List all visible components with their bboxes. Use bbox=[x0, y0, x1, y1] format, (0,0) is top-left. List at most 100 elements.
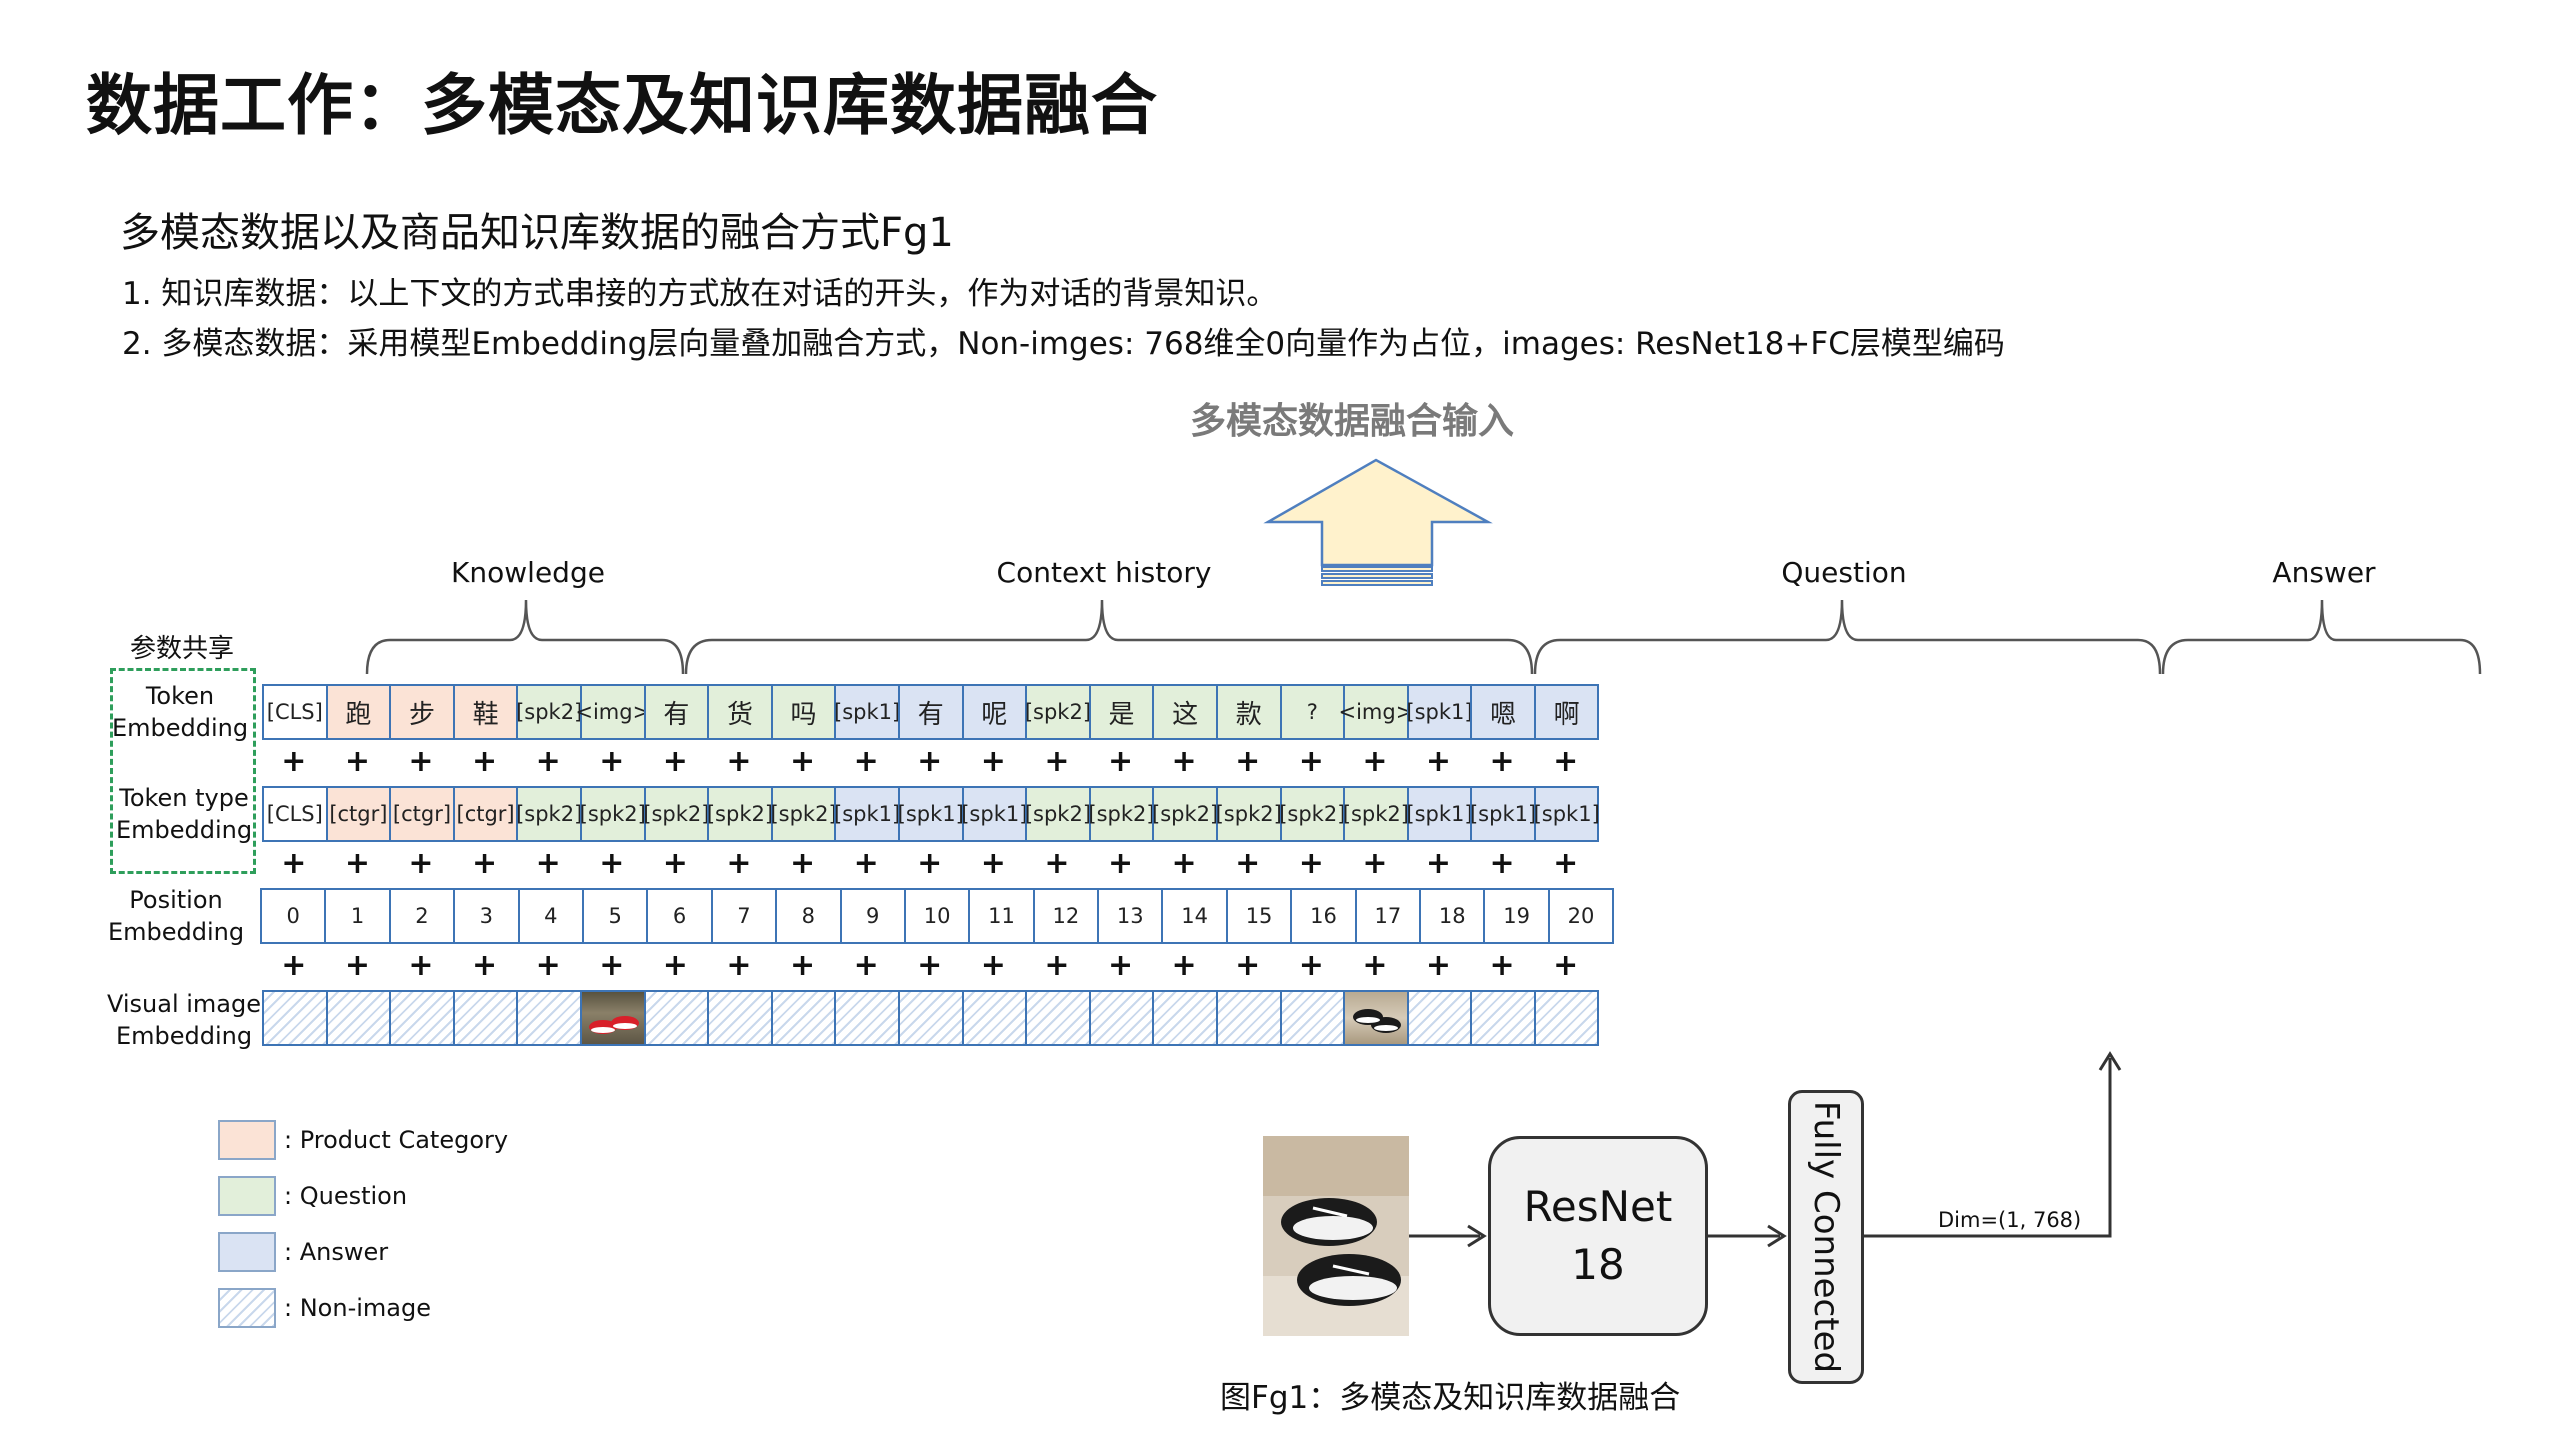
position-cell-5: 5 bbox=[581, 888, 649, 944]
section-label-question: Question bbox=[1781, 556, 1907, 589]
position-cell-3: 3 bbox=[453, 888, 520, 944]
plus-row-2: +++++++++++++++++++++ bbox=[262, 846, 1597, 881]
legend-swatch-question bbox=[218, 1176, 276, 1216]
position-cell-6: 6 bbox=[646, 888, 713, 944]
visual-embedding-row bbox=[262, 990, 1600, 1046]
plus-sign: + bbox=[1553, 744, 1579, 779]
plus-sign: + bbox=[535, 846, 561, 881]
visual-placeholder-cell-11 bbox=[961, 990, 1028, 1046]
position-cell-2: 2 bbox=[388, 888, 456, 944]
plus-row-1: +++++++++++++++++++++ bbox=[262, 744, 1597, 779]
token-type-cell-14: [spk2] bbox=[1152, 786, 1218, 842]
position-cell-4: 4 bbox=[517, 888, 584, 944]
legend-swatch-answer bbox=[218, 1232, 276, 1272]
figure-caption: 图Fg1：多模态及知识库数据融合 bbox=[1220, 1380, 1681, 1416]
dimension-label: Dim=(1, 768) bbox=[1938, 1208, 2082, 1232]
plus-sign: + bbox=[472, 948, 498, 983]
plus-sign: + bbox=[1171, 948, 1197, 983]
plus-sign: + bbox=[408, 948, 434, 983]
visual-placeholder-cell-12 bbox=[1025, 990, 1091, 1046]
visual-placeholder-cell-6 bbox=[643, 990, 710, 1046]
plus-sign: + bbox=[344, 744, 370, 779]
plus-sign: + bbox=[980, 846, 1006, 881]
visual-placeholder-cell-3 bbox=[452, 990, 519, 1046]
token-embedding-row: [CLS]跑步鞋[spk2]<img>有货吗[spk1]有呢[spk2]是这款?… bbox=[262, 684, 1600, 740]
fully-connected-block: Fully Connected bbox=[1788, 1090, 1864, 1384]
legend-swatch-non-image bbox=[218, 1288, 276, 1328]
position-cell-12: 12 bbox=[1032, 888, 1100, 944]
legend-product-category: : Product Category bbox=[218, 1118, 508, 1162]
plus-sign: + bbox=[281, 846, 307, 881]
position-cell-20: 20 bbox=[1547, 888, 1615, 944]
plus-sign: + bbox=[1489, 744, 1515, 779]
plus-sign: + bbox=[662, 846, 688, 881]
page-title: 数据工作：多模态及知识库数据融合 bbox=[86, 67, 1158, 144]
shared-params-box bbox=[110, 668, 256, 874]
token-cell-4: [spk2] bbox=[516, 684, 582, 740]
section-label-knowledge: Knowledge bbox=[451, 556, 605, 589]
plus-sign: + bbox=[599, 948, 625, 983]
position-cell-17: 17 bbox=[1354, 888, 1422, 944]
fusion-up-arrow bbox=[1263, 458, 1493, 586]
plus-sign: + bbox=[1489, 846, 1515, 881]
token-cell-17: <img> bbox=[1338, 684, 1413, 740]
row-label-visual-line2: Embedding bbox=[115, 1022, 253, 1050]
visual-image-cell-17 bbox=[1343, 990, 1409, 1046]
position-cell-0: 0 bbox=[260, 888, 327, 944]
plus-sign: + bbox=[1298, 744, 1324, 779]
plus-sign: + bbox=[853, 744, 879, 779]
plus-sign: + bbox=[1044, 948, 1070, 983]
plus-sign: + bbox=[408, 846, 434, 881]
row-label-visual: Visual image Embedding bbox=[84, 988, 284, 1052]
position-cell-14: 14 bbox=[1161, 888, 1228, 944]
row-label-token-type-line2: Embedding bbox=[115, 816, 253, 844]
plus-sign: + bbox=[1235, 744, 1261, 779]
token-type-cell-8: [spk2] bbox=[770, 786, 837, 842]
legend-label-product: : Product Category bbox=[284, 1126, 509, 1154]
plus-sign: + bbox=[980, 744, 1006, 779]
plus-sign: + bbox=[726, 948, 752, 983]
fully-connected-label: Fully Connected bbox=[1806, 1100, 1846, 1374]
token-cell-20: 啊 bbox=[1533, 684, 1600, 740]
token-cell-13: 是 bbox=[1088, 684, 1155, 740]
row-label-token-type-line1: Token type bbox=[119, 784, 249, 812]
plus-sign: + bbox=[1425, 948, 1452, 983]
token-type-cell-17: [spk2] bbox=[1343, 786, 1409, 842]
plus-sign: + bbox=[1298, 948, 1324, 983]
token-cell-3: 鞋 bbox=[452, 684, 519, 740]
plus-sign: + bbox=[1171, 744, 1197, 779]
arrow-head-resnet-fc bbox=[1767, 1224, 1787, 1248]
plus-sign: + bbox=[1107, 948, 1134, 983]
token-type-cell-12: [spk2] bbox=[1025, 786, 1091, 842]
token-cell-1: 跑 bbox=[325, 684, 392, 740]
brace-knowledge bbox=[365, 599, 685, 675]
token-type-cell-19: [spk1] bbox=[1470, 786, 1536, 842]
row-label-token-type: Token type Embedding bbox=[84, 782, 284, 846]
token-cell-7: 货 bbox=[707, 684, 773, 740]
legend-question: : Question bbox=[218, 1174, 407, 1218]
position-cell-9: 9 bbox=[839, 888, 906, 944]
plus-sign: + bbox=[1044, 846, 1070, 881]
token-cell-9: [spk1] bbox=[834, 684, 900, 740]
row-label-position: Position Embedding bbox=[76, 884, 276, 948]
visual-image-cell-5 bbox=[579, 990, 646, 1046]
token-cell-12: [spk2] bbox=[1025, 684, 1091, 740]
row-label-position-line2: Embedding bbox=[107, 918, 245, 946]
token-type-cell-11: [spk1] bbox=[961, 786, 1027, 842]
token-cell-5: <img> bbox=[575, 684, 650, 740]
plus-sign: + bbox=[789, 846, 816, 881]
token-type-cell-4: [spk2] bbox=[516, 786, 582, 842]
visual-placeholder-cell-0 bbox=[262, 990, 328, 1046]
plus-sign: + bbox=[599, 846, 625, 881]
plus-sign: + bbox=[1362, 744, 1388, 779]
plus-sign: + bbox=[1425, 846, 1452, 881]
arrow-fc-to-visual bbox=[1864, 1058, 2112, 1238]
plus-sign: + bbox=[1553, 846, 1579, 881]
plus-sign: + bbox=[535, 744, 561, 779]
plus-sign: + bbox=[344, 846, 370, 881]
shoe-image bbox=[1263, 1136, 1409, 1336]
row-label-token: Token Embedding bbox=[80, 680, 280, 744]
position-cell-7: 7 bbox=[710, 888, 778, 944]
token-type-cell-0: [CLS] bbox=[262, 786, 328, 842]
